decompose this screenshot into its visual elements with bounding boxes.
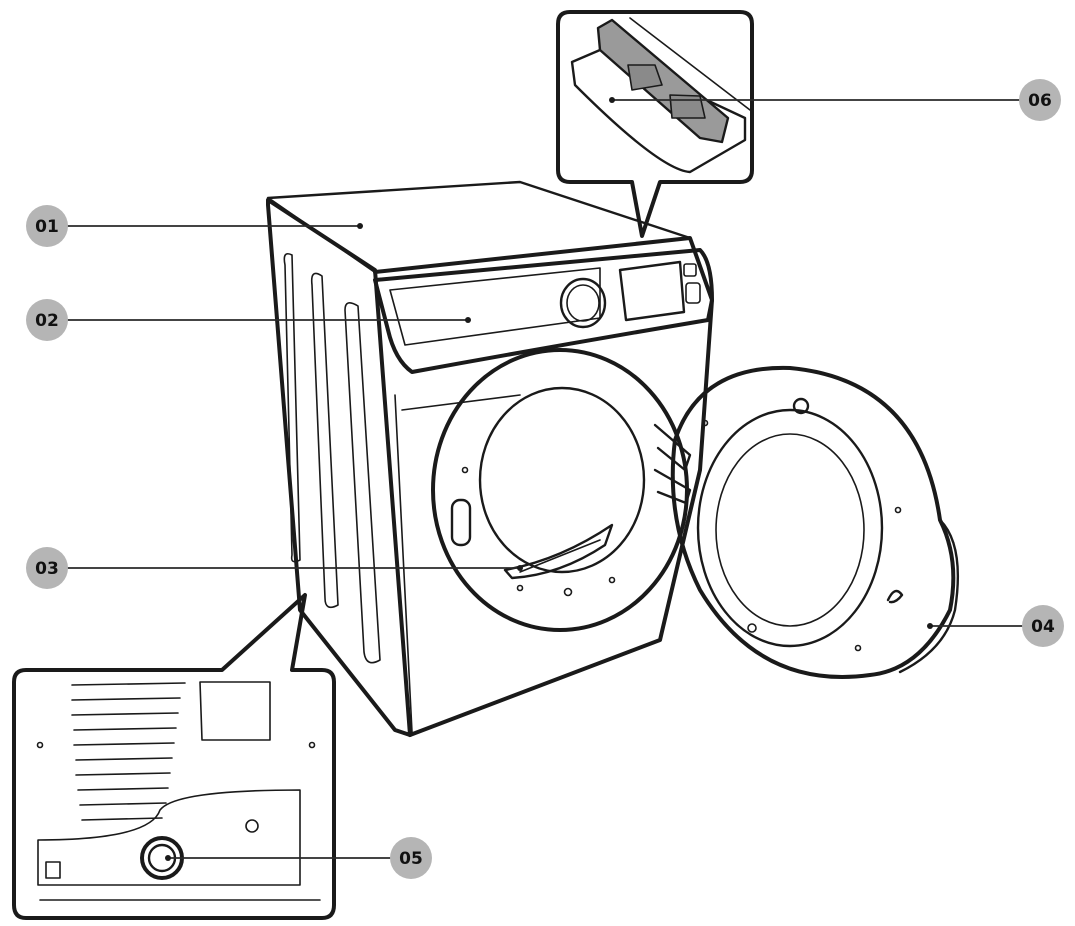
leader-lines (62, 97, 1028, 861)
filter-cartridge (596, 18, 730, 144)
callout-label-03: 03 (35, 559, 59, 579)
leader-04-dot (927, 623, 933, 629)
rear-panel-recess (37, 789, 301, 886)
screw (36, 741, 44, 749)
filter-tab (627, 64, 663, 91)
callout-label-06: 06 (1028, 91, 1052, 111)
lint-filter-slot (503, 523, 614, 580)
door-rim (898, 518, 960, 674)
rear-connector (245, 819, 259, 833)
control-screen (618, 260, 686, 322)
door-latch (450, 498, 472, 547)
screw (608, 576, 616, 584)
leader-05-dot (165, 855, 171, 861)
callout-label-01: 01 (35, 217, 59, 237)
drum-opening (431, 348, 692, 632)
door-bump (792, 397, 810, 415)
screw (563, 587, 573, 597)
screw (894, 506, 902, 514)
lint-filter-grille (519, 539, 601, 573)
screw (701, 419, 709, 427)
callout-06: 06 (1019, 79, 1061, 121)
leader-06-dot (609, 97, 615, 103)
door-ring-outer (696, 408, 884, 648)
callout-label-04: 04 (1031, 617, 1055, 637)
side-rib-1 (283, 252, 301, 563)
door-frame (431, 348, 689, 632)
screw (854, 644, 862, 652)
callout-badge-02 (26, 299, 68, 341)
callout-02: 02 (26, 299, 68, 341)
side-rib-2 (310, 272, 339, 609)
door-handle-symbol (886, 589, 904, 604)
control-button-2 (685, 282, 701, 304)
inset-edge-line (629, 17, 751, 111)
door-bump (747, 623, 757, 633)
callout-badge-01 (26, 205, 68, 247)
drum-inner (478, 386, 646, 574)
control-panel (373, 248, 714, 374)
leader-02-dot (465, 317, 471, 323)
door-glass (715, 433, 865, 627)
callout-badge-06 (1019, 79, 1061, 121)
callout-label-05: 05 (399, 849, 423, 869)
filter-tab (669, 94, 706, 119)
leader-01-dot (357, 223, 363, 229)
side-rib-3 (344, 302, 381, 664)
control-panel-outline (373, 248, 714, 374)
inset-lint-filter (556, 10, 754, 238)
callout-05: 05 (390, 837, 432, 879)
control-button-1 (683, 263, 697, 277)
rear-port (45, 861, 61, 879)
control-knob-inner (566, 284, 600, 322)
cabinet-front (373, 236, 714, 737)
filter-housing (570, 48, 747, 174)
callout-badge-04 (1022, 605, 1064, 647)
screw (516, 584, 524, 592)
control-panel-display-area (389, 267, 601, 346)
rear-panel-plate (199, 681, 271, 741)
screw (308, 741, 316, 749)
inset-frame-bottom (12, 593, 336, 920)
callout-badge-03 (26, 547, 68, 589)
inset-frame-top (556, 10, 754, 238)
dryer-cabinet (266, 180, 714, 737)
inset-rear-panel (12, 593, 336, 920)
screw (461, 466, 469, 474)
leader-03-dot (517, 565, 523, 571)
front-edge (394, 394, 413, 733)
callout-badge-05 (390, 837, 432, 879)
callout-01: 01 (26, 205, 68, 247)
callout-04: 04 (1022, 605, 1064, 647)
rear-vents (71, 682, 186, 821)
open-door (670, 365, 960, 679)
door-outer (670, 365, 956, 679)
callout-03: 03 (26, 547, 68, 589)
control-knob (559, 277, 607, 329)
callout-label-02: 02 (35, 311, 59, 331)
